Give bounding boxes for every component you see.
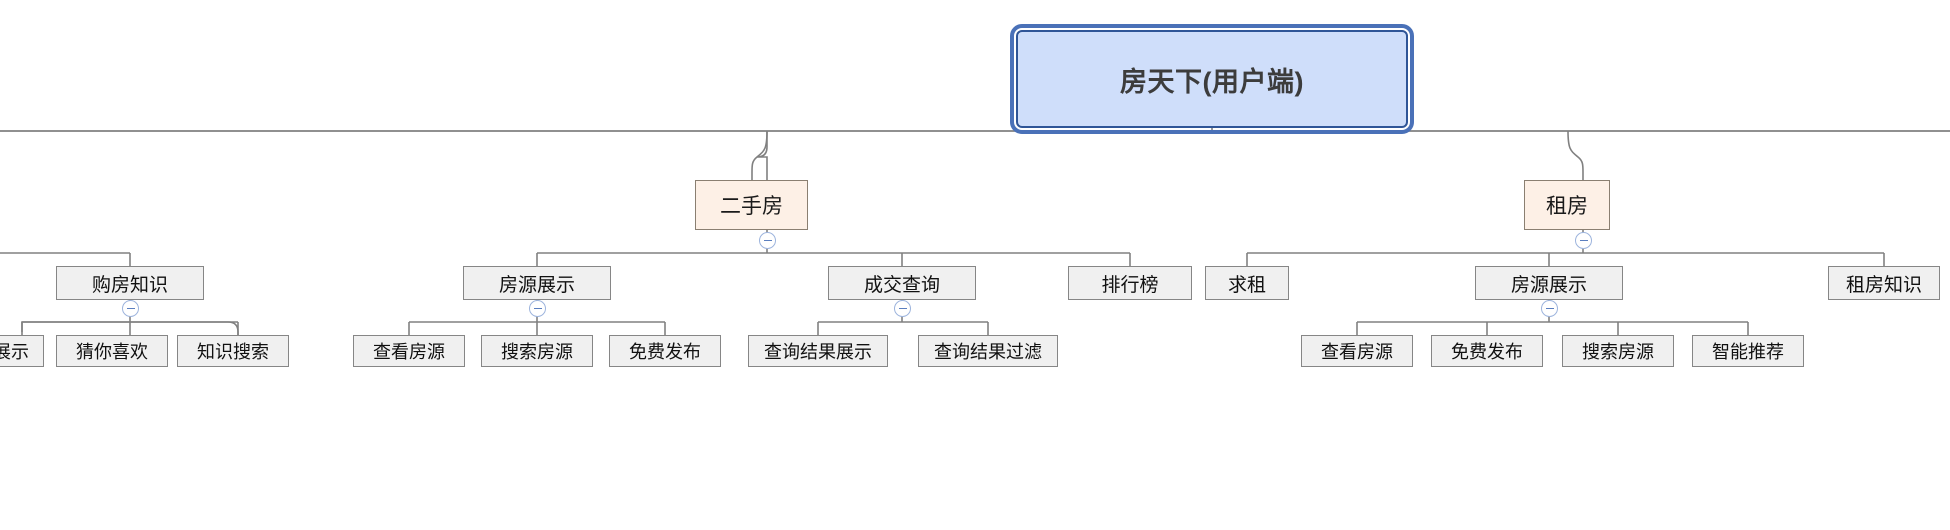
leaf-node-sousuo-fangyuan-2-label: 搜索房源 xyxy=(1582,342,1654,362)
node-fangyuan-zhanshi-2[interactable]: 房源展示 xyxy=(1475,266,1623,300)
leaf-node-chakan-fangyuan-2[interactable]: 查看房源 xyxy=(1301,335,1413,367)
node-qiuzu-label: 求租 xyxy=(1227,274,1266,296)
minus-icon xyxy=(1545,307,1554,310)
leaf-node-zhanshi[interactable]: 展示 xyxy=(0,335,44,367)
leaf-node-mianfei-fabu-2-label: 免费发布 xyxy=(1451,342,1523,362)
root-node-label: 房天下(用户端) xyxy=(1120,66,1304,97)
leaf-node-zhineng-tuijian[interactable]: 智能推荐 xyxy=(1692,335,1804,367)
minus-icon xyxy=(533,307,542,310)
leaf-node-zhanshi-label: 展示 xyxy=(0,342,29,362)
edge-spine-to-ershoufang-curve xyxy=(751,130,768,180)
edge-spine-to-zufang-curve xyxy=(1567,130,1584,180)
leaf-node-sousuo-fangyuan-1[interactable]: 搜索房源 xyxy=(481,335,593,367)
leaf-node-chaxun-jieguo-zhanshi[interactable]: 查询结果展示 xyxy=(748,335,888,367)
leaf-node-zhishi-sousuo-label: 知识搜索 xyxy=(197,342,269,362)
leaf-node-zhineng-tuijian-label: 智能推荐 xyxy=(1712,342,1784,362)
node-goufang-zhishi[interactable]: 购房知识 xyxy=(56,266,204,300)
leaf-node-chaxun-jieguo-guolv-label: 查询结果过滤 xyxy=(934,342,1042,362)
edge-goufang-zhishi-bus xyxy=(21,321,239,335)
collapse-toggle-zufang[interactable] xyxy=(1575,232,1592,249)
leaf-node-cainixihuan-label: 猜你喜欢 xyxy=(76,342,148,362)
leaf-node-mianfei-fabu-2[interactable]: 免费发布 xyxy=(1431,335,1543,367)
node-chengjiao-chaxun[interactable]: 成交查询 xyxy=(828,266,976,300)
leaf-node-chakan-fangyuan-2-label: 查看房源 xyxy=(1321,342,1393,362)
collapse-toggle-goufang-zhishi[interactable] xyxy=(122,300,139,317)
node-fangyuan-zhanshi-2-label: 房源展示 xyxy=(1510,274,1587,296)
node-ershoufang-label: 二手房 xyxy=(720,195,783,218)
node-fangyuan-zhanshi-1-label: 房源展示 xyxy=(498,274,575,296)
minus-icon xyxy=(898,307,907,310)
node-fangyuan-zhanshi-1[interactable]: 房源展示 xyxy=(463,266,611,300)
leaf-node-chakan-fangyuan-1-label: 查看房源 xyxy=(373,342,445,362)
node-zufang-label: 租房 xyxy=(1546,195,1588,218)
minus-icon xyxy=(1579,239,1588,242)
leaf-node-cainixihuan[interactable]: 猜你喜欢 xyxy=(56,335,168,367)
minus-icon xyxy=(763,239,772,242)
node-chengjiao-chaxun-label: 成交查询 xyxy=(863,274,940,296)
leaf-node-chaxun-jieguo-zhanshi-label: 查询结果展示 xyxy=(764,342,872,362)
collapse-toggle-fangyuan-zhanshi-1[interactable] xyxy=(529,300,546,317)
root-node[interactable]: 房天下(用户端) xyxy=(1010,24,1414,134)
edge-spine-to-ershoufang xyxy=(756,131,768,180)
leaf-node-chaxun-jieguo-guolv[interactable]: 查询结果过滤 xyxy=(918,335,1058,367)
leaf-node-mianfei-fabu-1-label: 免费发布 xyxy=(629,342,701,362)
collapse-toggle-fangyuan-zhanshi-2[interactable] xyxy=(1541,300,1558,317)
node-goufang-zhishi-label: 购房知识 xyxy=(91,274,168,296)
leaf-node-mianfei-fabu-1[interactable]: 免费发布 xyxy=(609,335,721,367)
node-zufang-zhishi-label: 租房知识 xyxy=(1845,274,1922,296)
node-zufang[interactable]: 租房 xyxy=(1524,180,1610,230)
collapse-toggle-chengjiao-chaxun[interactable] xyxy=(894,300,911,317)
leaf-node-sousuo-fangyuan-1-label: 搜索房源 xyxy=(501,342,573,362)
node-zufang-zhishi[interactable]: 租房知识 xyxy=(1828,266,1940,300)
leaf-node-sousuo-fangyuan-2[interactable]: 搜索房源 xyxy=(1562,335,1674,367)
node-paihangbang[interactable]: 排行榜 xyxy=(1068,266,1192,300)
minus-icon xyxy=(126,307,135,310)
node-ershoufang[interactable]: 二手房 xyxy=(695,180,808,230)
leaf-node-zhishi-sousuo[interactable]: 知识搜索 xyxy=(177,335,289,367)
node-qiuzu[interactable]: 求租 xyxy=(1205,266,1289,300)
node-paihangbang-label: 排行榜 xyxy=(1101,274,1159,296)
leaf-node-chakan-fangyuan-1[interactable]: 查看房源 xyxy=(353,335,465,367)
collapse-toggle-ershoufang[interactable] xyxy=(759,232,776,249)
